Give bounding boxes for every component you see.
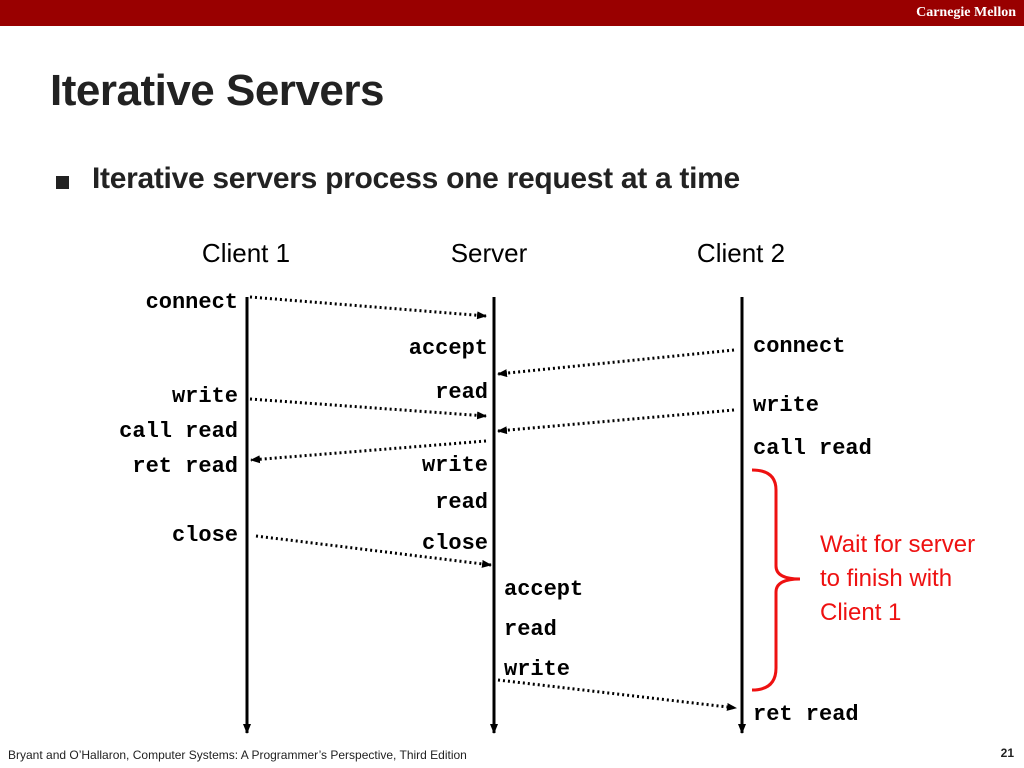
server-step: accept xyxy=(504,577,583,602)
client2-step: write xyxy=(753,393,819,418)
client2-header: Client 2 xyxy=(697,238,785,268)
slide-title: Iterative Servers xyxy=(50,66,384,115)
client1-step: call read xyxy=(119,419,238,444)
client1-header: Client 1 xyxy=(202,238,290,268)
client1-step: close xyxy=(172,523,238,548)
client2-step: call read xyxy=(753,436,872,461)
client1-step: write xyxy=(172,384,238,409)
server-step: close xyxy=(422,531,488,556)
page-number: 21 xyxy=(1000,746,1014,760)
bullet-text: Iterative servers process one request at… xyxy=(92,162,740,195)
client2-step: connect xyxy=(753,334,845,359)
bullet-square-icon xyxy=(56,176,69,189)
arrow-connect-c2 xyxy=(497,348,735,378)
server-step: read xyxy=(435,490,488,515)
server-header: Server xyxy=(451,238,528,268)
server-step: write xyxy=(422,453,488,478)
arrow-connect-c1 xyxy=(249,295,487,320)
top-bar: Carnegie Mellon xyxy=(0,0,1024,26)
wait-brace xyxy=(751,468,801,692)
wait-note-line: Client 1 xyxy=(820,599,901,626)
wait-note-line: to finish with xyxy=(820,565,952,592)
server-step: write xyxy=(504,657,570,682)
client1-step: ret read xyxy=(132,454,238,479)
server-step: read xyxy=(435,380,488,405)
server-step: read xyxy=(504,617,557,642)
brand-label: Carnegie Mellon xyxy=(916,5,1016,20)
arrow-server-write xyxy=(250,439,487,464)
server-step: accept xyxy=(409,336,488,361)
footer-citation: Bryant and O’Hallaron, Computer Systems:… xyxy=(8,748,467,762)
wait-note-line: Wait for server xyxy=(820,531,975,558)
arrow-server-write-c2 xyxy=(497,678,737,711)
client2-step: ret read xyxy=(753,702,859,727)
arrow-write-c2 xyxy=(497,408,735,435)
client1-step: connect xyxy=(146,290,238,315)
